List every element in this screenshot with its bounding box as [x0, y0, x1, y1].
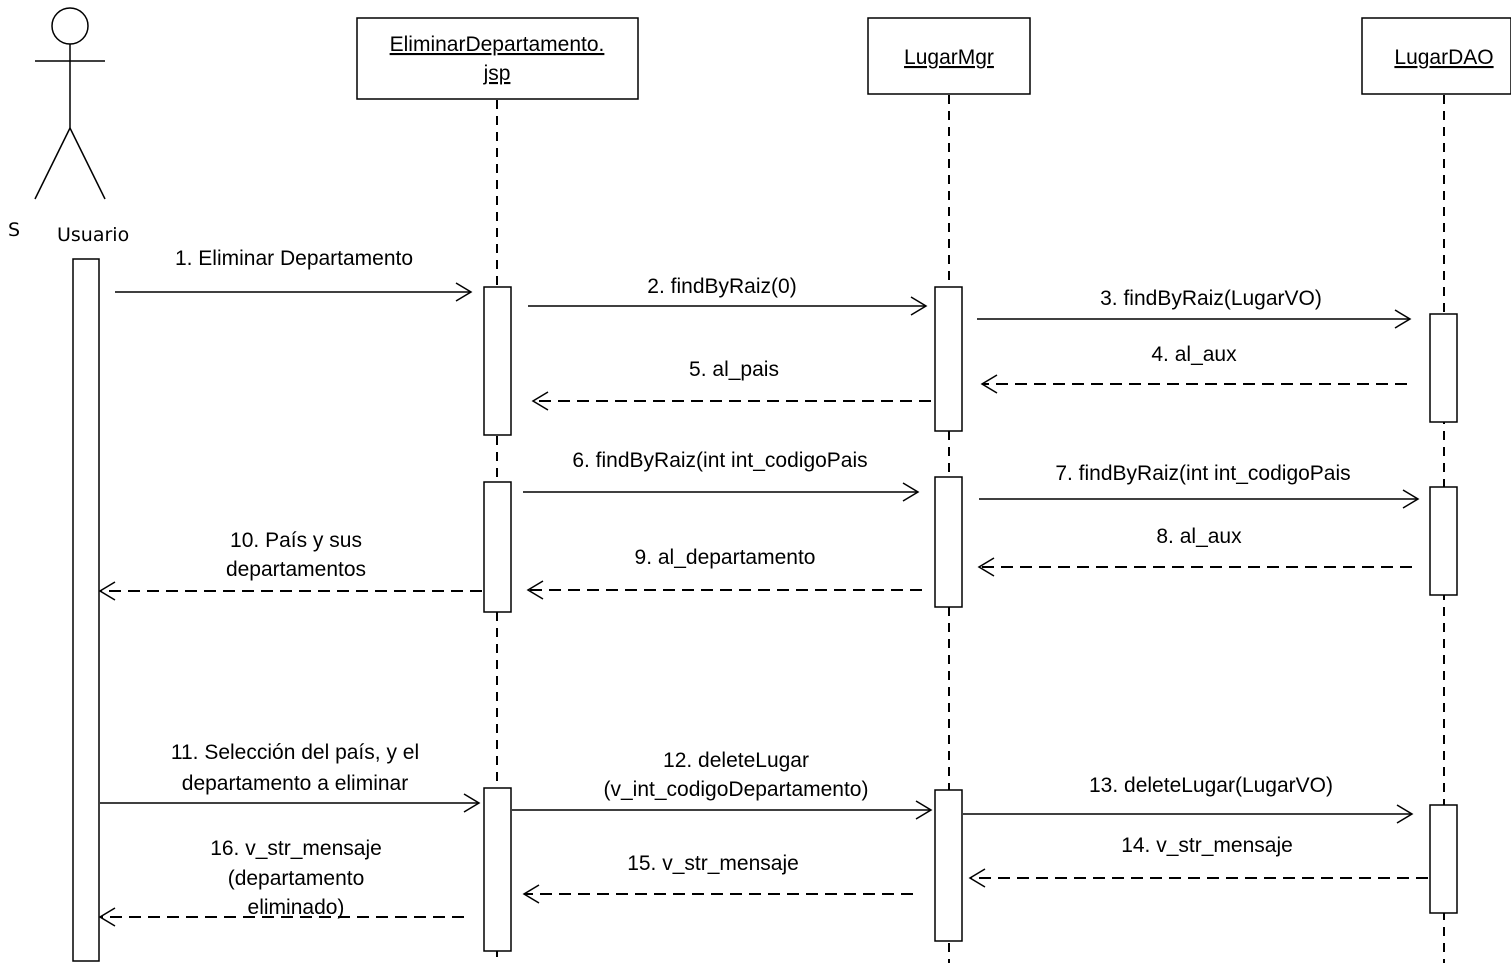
participant-mgr-label: LugarMgr	[904, 46, 994, 69]
participant-dao-label: LugarDAO	[1394, 46, 1493, 69]
activation-mgr-2	[934, 476, 963, 608]
activation-mgr-3	[934, 789, 963, 942]
message-7-label: 7. findByRaiz(int int_codigoPais	[1055, 462, 1350, 485]
message-16-label-line3: eliminado)	[248, 896, 345, 919]
message-16-label-line1: 16. v_str_mensaje	[210, 837, 382, 860]
message-6-label: 6. findByRaiz(int int_codigoPais	[572, 449, 867, 472]
activation-jsp-2	[483, 481, 512, 613]
activation-mgr-1	[934, 286, 963, 432]
activation-dao-1	[1429, 313, 1458, 423]
message-11-label-line2: departamento a eliminar	[182, 772, 408, 795]
activation-dao-3	[1429, 804, 1458, 914]
activation-usuario	[72, 258, 100, 962]
participant-dao-box	[1361, 17, 1511, 95]
message-8-label: 8. al_aux	[1156, 525, 1242, 548]
activation-jsp-3	[483, 787, 512, 952]
message-5-label: 5. al_pais	[689, 358, 779, 381]
message-16-label-line2: (departamento	[228, 867, 365, 890]
message-11-label-line1: 11. Selección del país, y el	[171, 741, 419, 764]
message-12-label-line1: 12. deleteLugar	[663, 749, 809, 772]
participant-jsp-box	[356, 17, 639, 100]
participant-jsp-line1: EliminarDepartamento.	[390, 33, 605, 56]
participant-jsp-line2: jsp	[483, 62, 511, 85]
actor-label: Usuario	[57, 224, 129, 246]
message-4-label: 4. al_aux	[1151, 343, 1237, 366]
message-10-label-line2: departamentos	[226, 558, 366, 581]
label-1-mask	[150, 248, 170, 262]
message-2-label: 2. findByRaiz(0)	[647, 275, 796, 298]
message-10-label-line1: 10. País y sus	[230, 529, 362, 552]
participant-mgr-box	[867, 17, 1031, 95]
message-15-label: 15. v_str_mensaje	[627, 852, 799, 875]
message-14-label: 14. v_str_mensaje	[1121, 834, 1293, 857]
glyph-mask	[0, 218, 18, 248]
activation-jsp-1	[483, 286, 512, 436]
actor-usuario	[34, 7, 106, 200]
message-3-label: 3. findByRaiz(LugarVO)	[1100, 287, 1322, 310]
message-13-label: 13. deleteLugar(LugarVO)	[1089, 774, 1333, 797]
actor-head	[51, 7, 89, 45]
actor-clipped-glyph-visible: S	[8, 219, 20, 241]
message-12-label-line2: (v_int_codigoDepartamento)	[604, 778, 869, 801]
message-1-label: 1. Eliminar Departamento	[175, 247, 413, 270]
message-9-label: 9. al_departamento	[635, 546, 816, 569]
activation-dao-2	[1429, 486, 1458, 596]
